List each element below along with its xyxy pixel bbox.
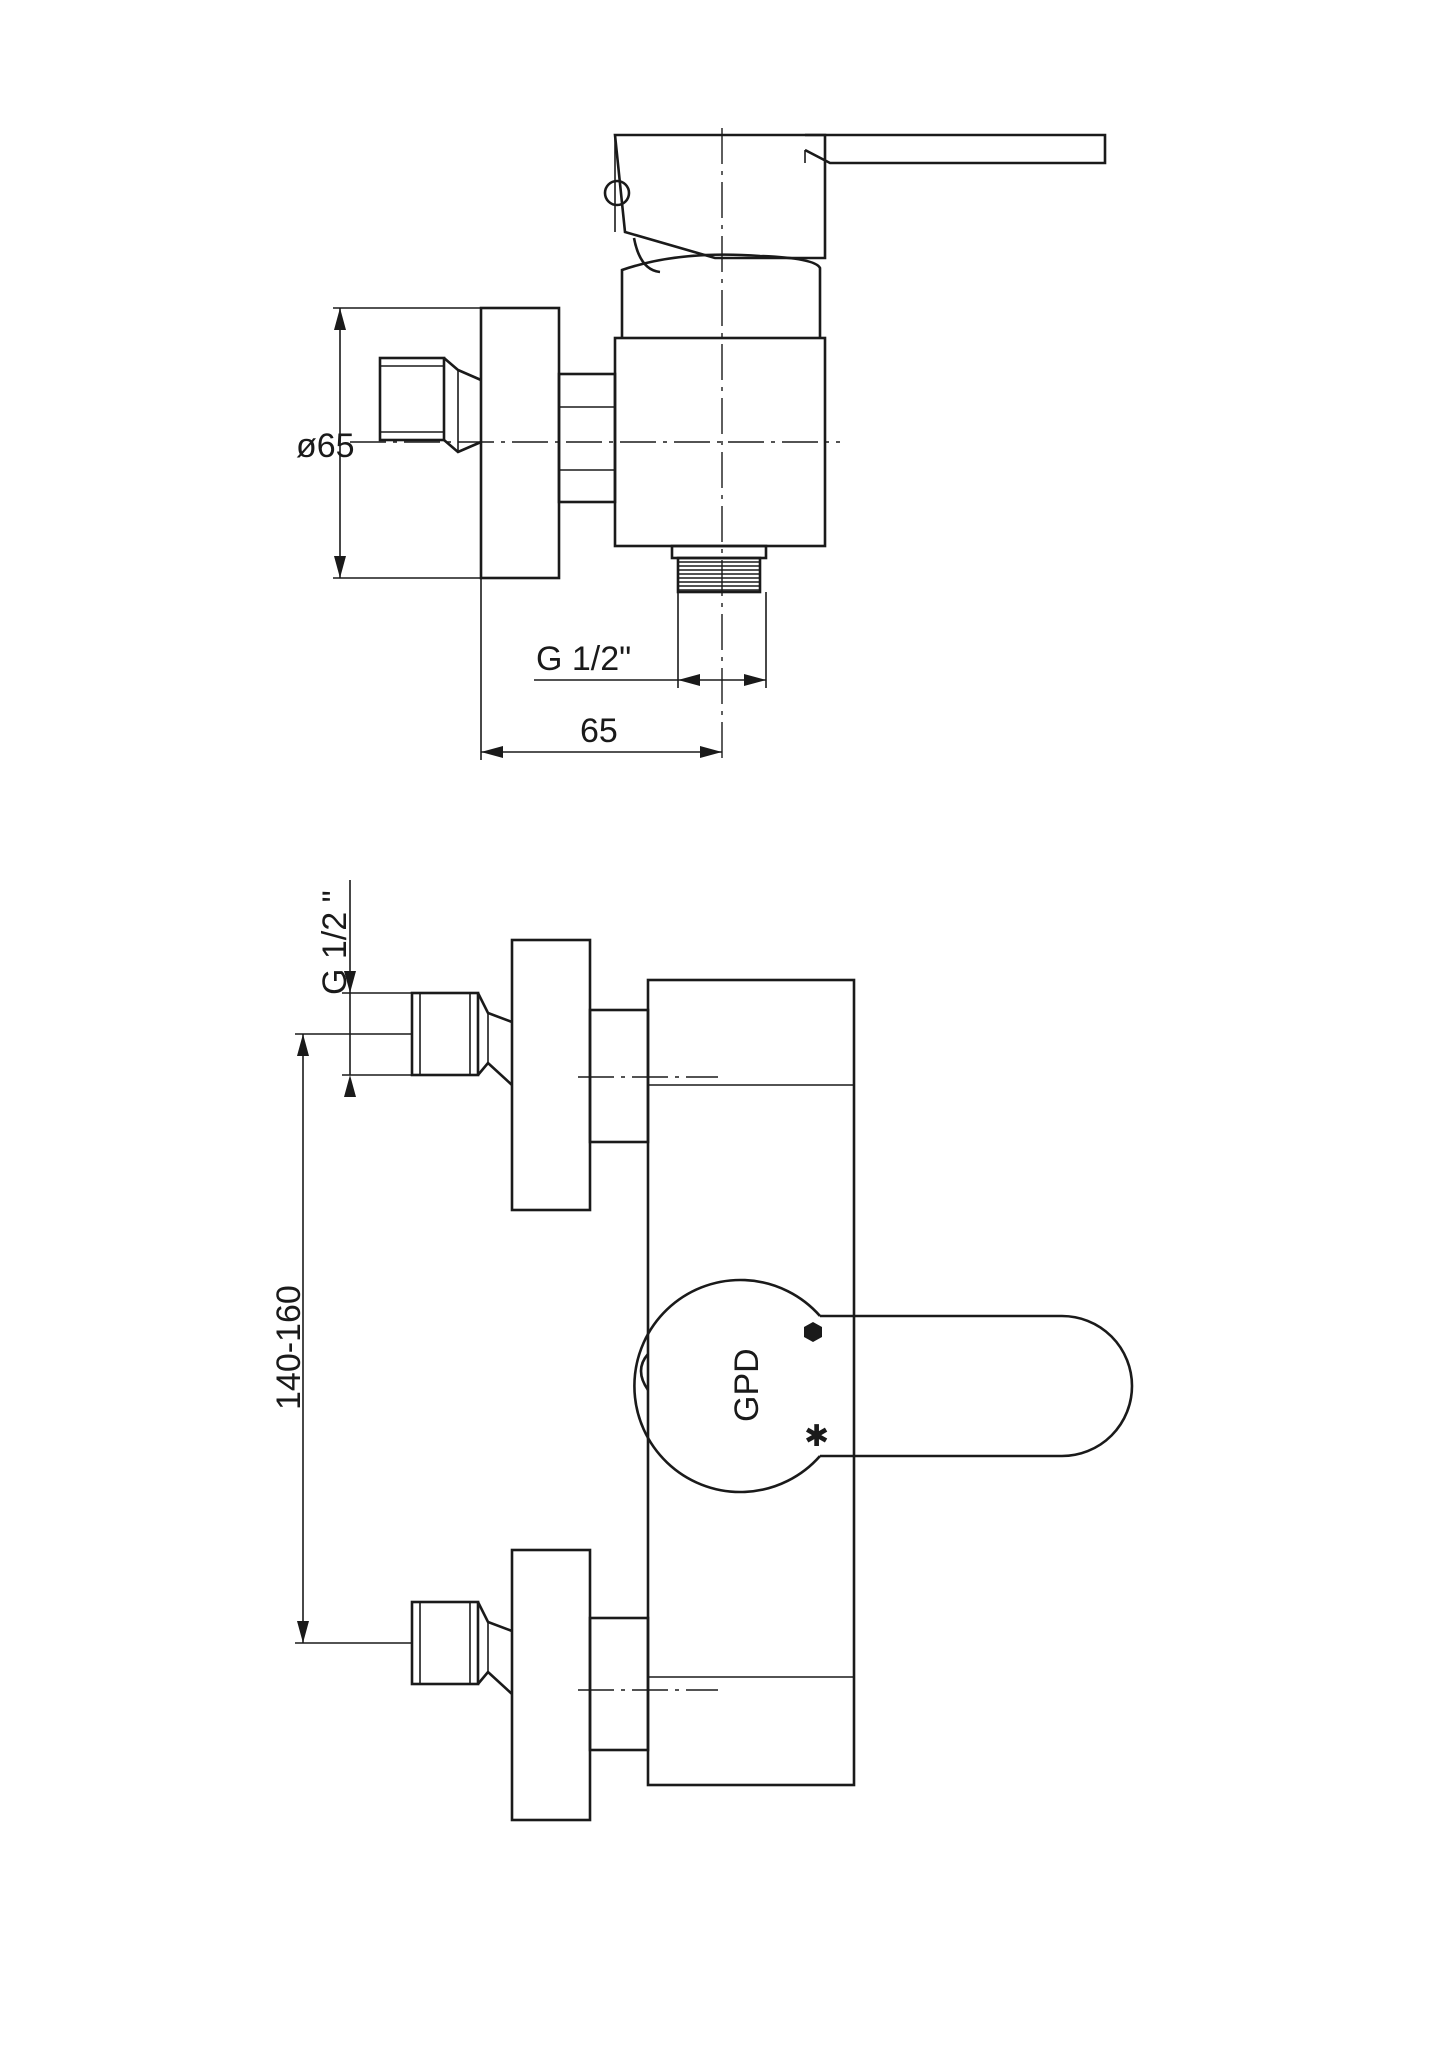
lever-handle-front: ✱ GPD bbox=[633, 1278, 1134, 1494]
diameter-dimension: ø65 bbox=[296, 307, 481, 579]
inlet-thread-label: G 1/2 " bbox=[316, 890, 354, 995]
lever-disc bbox=[633, 1278, 821, 1494]
hot-indicator-icon bbox=[804, 1322, 822, 1342]
upper-inlet bbox=[410, 991, 480, 1077]
outlet-thread-label: G 1/2" bbox=[536, 640, 631, 678]
cold-indicator-icon: ✱ bbox=[804, 1419, 829, 1454]
pivot-pin bbox=[603, 179, 631, 207]
mixer-neck bbox=[620, 253, 822, 338]
depth-label: 65 bbox=[580, 712, 618, 750]
brand-logo: GPD bbox=[728, 1348, 766, 1422]
upper-connector bbox=[588, 1008, 650, 1144]
spacing-label: 140-160 bbox=[270, 1285, 308, 1410]
lower-inlet bbox=[410, 1600, 480, 1686]
side-view: ø65 G 1/2" 65 bbox=[296, 128, 1107, 760]
depth-dimension: 65 bbox=[480, 578, 722, 760]
diameter-label: ø65 bbox=[296, 427, 355, 465]
lever-arm-side bbox=[804, 133, 1107, 165]
lever-head-side bbox=[613, 133, 827, 260]
wall-flange bbox=[479, 306, 561, 580]
lower-connector bbox=[588, 1616, 650, 1752]
front-view: ✱ GPD G 1/2 " 140-160 bbox=[270, 880, 1134, 1822]
upper-flange bbox=[510, 938, 592, 1212]
outlet-thread-dimension: G 1/2" bbox=[534, 592, 767, 688]
upper-connection bbox=[410, 938, 650, 1212]
lower-connection bbox=[410, 1548, 650, 1822]
mixer-body-front bbox=[646, 978, 856, 1787]
lower-flange bbox=[510, 1548, 592, 1822]
outlet-thread-side bbox=[670, 544, 768, 594]
spacing-dimension: 140-160 bbox=[270, 1033, 412, 1644]
inlet-fitting-side bbox=[378, 356, 482, 454]
inlet-thread-dimension: G 1/2 " bbox=[316, 880, 478, 1097]
cartridge-cap bbox=[632, 237, 661, 274]
connector-pipe-side bbox=[557, 372, 617, 504]
